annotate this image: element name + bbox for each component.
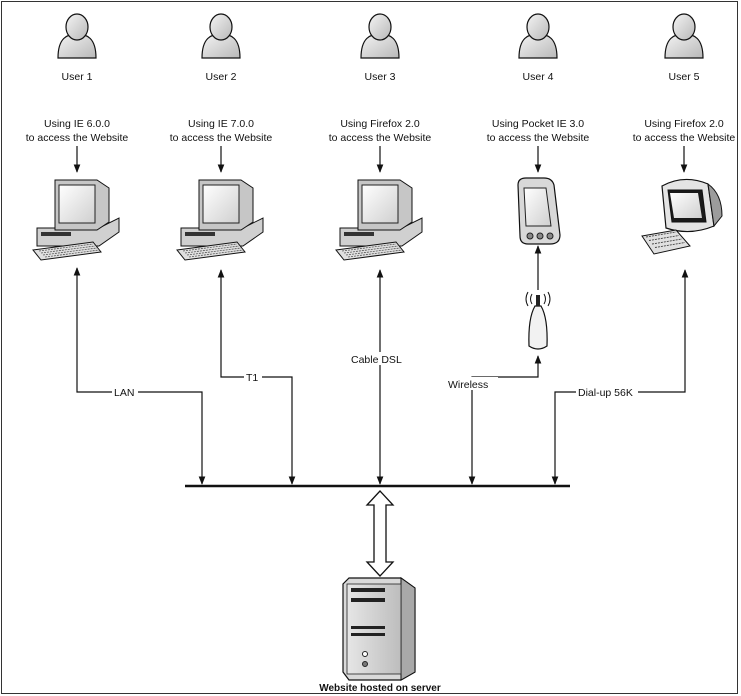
user-column-4: User 4 Using Pocket IE 3.0 to access the W… (487, 13, 590, 350)
connection-label-cable-dsl: Cable DSL (351, 354, 402, 366)
user-icon (664, 13, 704, 59)
connection-label-t1: T1 (246, 372, 258, 384)
browser-label: Using IE 7.0.0 (188, 118, 254, 130)
server-tower-icon (342, 577, 416, 681)
purpose-label: to access the Website (329, 132, 432, 144)
connection-label-dialup: Dial-up 56K (578, 387, 633, 399)
imac-icon (641, 178, 723, 255)
purpose-label: to access the Website (633, 132, 736, 144)
wireless-router-icon (525, 291, 551, 350)
user-column-1: User 1 Using IE 6.0.0 to access the Websit… (26, 13, 129, 261)
connection-label-wireless: Wireless (448, 379, 488, 391)
browser-label: Using Pocket IE 3.0 (492, 118, 584, 130)
user-column-5: User 5 Using Firefox 2.0 to access the Web… (633, 13, 736, 255)
dialup-link (551, 269, 689, 485)
desktop-computer-icon (176, 179, 264, 261)
user-name: User 1 (62, 71, 93, 83)
purpose-label: to access the Website (26, 132, 129, 144)
browser-label: Using Firefox 2.0 (340, 118, 420, 130)
user-name: User 2 (206, 71, 237, 83)
user-column-2: User 2 Using IE 7.0.0 to access the Websit… (170, 13, 273, 261)
wireless-link (468, 355, 542, 485)
user-column-3: User 3 Using Firefox 2.0 to access the Web… (329, 13, 432, 261)
user-icon (201, 13, 241, 59)
user-name: User 5 (669, 71, 700, 83)
pda-icon (517, 177, 561, 245)
desktop-computer-icon (335, 179, 423, 261)
server-link-arrow (365, 490, 395, 577)
connection-label-lan: LAN (114, 387, 134, 399)
user-name: User 3 (365, 71, 396, 83)
user-icon (360, 13, 400, 59)
user-icon (518, 13, 558, 59)
desktop-computer-icon (32, 179, 120, 261)
purpose-label: to access the Website (487, 132, 590, 144)
browser-label: Using IE 6.0.0 (44, 118, 110, 130)
server-label: Website hosted on server (319, 683, 441, 694)
user-icon (57, 13, 97, 59)
user-name: User 4 (523, 71, 554, 83)
lan-link (73, 267, 206, 485)
purpose-label: to access the Website (170, 132, 273, 144)
browser-label: Using Firefox 2.0 (644, 118, 724, 130)
